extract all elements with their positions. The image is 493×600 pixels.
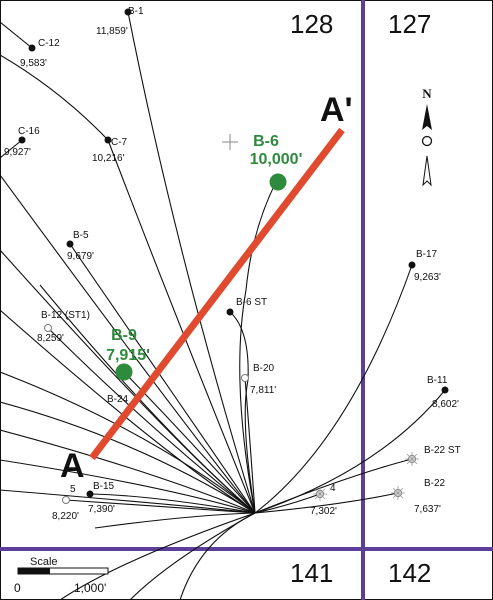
scale-max-label: 1,000' <box>74 581 106 595</box>
highlight-depth-b6: 10,000' <box>250 151 303 168</box>
well-name-c16: C-16 <box>18 126 40 137</box>
well-depth-5: 8,220' <box>52 511 79 522</box>
well-name-b24: B-24 <box>107 394 129 405</box>
trajectory-c16-tail <box>0 139 23 159</box>
well-dot-c16 <box>18 136 26 144</box>
well-depth-b20: 7,811' <box>250 385 276 396</box>
well-labels: B-1 11,859' C-12 9,583' C-16 9,927' C-7 … <box>4 6 461 522</box>
well-dot-b6-st <box>226 308 234 316</box>
well-depth-b22: 7,637' <box>414 504 441 515</box>
well-depth-b15: 7,390' <box>88 504 115 515</box>
well-dot-c7 <box>104 136 112 144</box>
well-name-4: 4 <box>330 483 336 494</box>
trajectory-4 <box>254 493 321 514</box>
well-depth-c16: 9,927' <box>4 147 31 158</box>
trajectory-west-7 <box>0 489 256 514</box>
well-name-b5: B-5 <box>73 230 89 241</box>
trajectory-b15 <box>89 493 256 514</box>
north-arrow-tail <box>422 155 432 187</box>
well-name-b22-st: B-22 ST <box>424 445 461 456</box>
scale-bar-fill <box>18 568 50 574</box>
scale-bar: Scale 0 1,000' <box>14 556 109 595</box>
trajectory-5 <box>65 499 256 514</box>
trajectory-south-2 <box>129 512 256 600</box>
trajectory-west-4 <box>0 401 256 514</box>
well-open-5 <box>62 496 70 504</box>
trajectory-west-10 <box>0 309 256 514</box>
highlight-depth-b9: 7,915' <box>106 347 150 364</box>
scale-min-label: 0 <box>14 581 21 595</box>
well-name-b11: B-11 <box>427 375 448 386</box>
well-dot-b5 <box>66 240 74 248</box>
trajectory-b6 <box>239 181 277 514</box>
well-star-b22 <box>391 486 405 500</box>
trajectory-b22-st <box>254 458 413 514</box>
well-dot-b11 <box>441 386 449 394</box>
north-arrow: N <box>421 86 433 187</box>
scale-title: Scale <box>30 556 58 568</box>
well-highlight-b9 <box>115 363 133 381</box>
well-dot-c12 <box>28 44 36 52</box>
cross-section-line <box>89 127 345 461</box>
plus-marker <box>222 134 238 150</box>
cross-section-start-label: A <box>60 447 85 485</box>
well-name-b17: B-17 <box>416 249 438 260</box>
well-trajectories <box>0 11 446 600</box>
trajectory-b9 <box>123 371 256 514</box>
well-highlight-b6 <box>269 173 287 191</box>
section-label-128: 128 <box>290 9 333 39</box>
well-name-c12: C-12 <box>38 38 60 49</box>
north-arrow-ring <box>421 135 433 147</box>
trajectory-south-3 <box>59 512 256 600</box>
trajectory-west-3 <box>0 371 256 514</box>
trajectory-b1 <box>127 11 256 514</box>
highlight-name-b9: B-9 <box>111 327 137 344</box>
trajectory-b17 <box>254 264 413 514</box>
trajectory-b22 <box>254 492 399 514</box>
trajectory-b11 <box>254 389 446 514</box>
well-dot-b15 <box>86 490 94 498</box>
well-name-b15: B-15 <box>93 481 115 492</box>
well-depth-4: 7,302' <box>310 506 337 517</box>
cross-section-end-label: A' <box>320 91 353 129</box>
trajectory-west-8 <box>94 512 256 529</box>
well-depth-c7: 10,216' <box>92 153 125 164</box>
section-label-127: 127 <box>388 9 431 39</box>
well-name-b1: B-1 <box>128 6 144 17</box>
well-dot-b1 <box>124 8 132 16</box>
well-star-b22-st <box>405 452 419 466</box>
well-name-b12: B-12 (ST1) <box>41 310 90 321</box>
well-open-b12 <box>44 324 52 332</box>
well-symbols <box>18 8 449 504</box>
well-name-5: 5 <box>70 484 76 495</box>
section-label-142: 142 <box>388 558 431 588</box>
north-arrow-label: N <box>422 86 432 101</box>
well-depth-b11: 8,602' <box>432 399 459 410</box>
trajectory-west-5 <box>0 429 256 514</box>
well-star-4 <box>313 487 327 501</box>
well-depth-c12: 9,583' <box>20 58 47 69</box>
trajectory-c7 <box>0 54 256 514</box>
well-name-b22: B-22 <box>424 478 446 489</box>
well-name-b20: B-20 <box>253 363 275 374</box>
trajectory-b6-st <box>229 311 256 514</box>
trajectory-c12-tail <box>0 21 33 49</box>
well-name-b6-st: B-6 ST <box>236 297 267 308</box>
highlight-name-b6: B-6 <box>253 133 279 150</box>
well-depth-b17: 9,263' <box>414 272 441 283</box>
well-name-c7: C-7 <box>111 137 128 148</box>
north-arrow-head <box>422 104 432 130</box>
trajectory-b20 <box>244 377 256 514</box>
section-label-141: 141 <box>290 558 333 588</box>
well-dot-b17 <box>408 261 416 269</box>
well-depth-b1: 11,859' <box>96 26 128 37</box>
well-depth-b12: 8,259' <box>37 333 64 344</box>
trajectory-west-6 <box>0 459 256 514</box>
trajectory-b12 <box>47 327 256 514</box>
well-open-b20 <box>241 374 249 382</box>
well-depth-b5: 9,679' <box>67 251 94 262</box>
trajectory-west-9 <box>39 284 256 514</box>
